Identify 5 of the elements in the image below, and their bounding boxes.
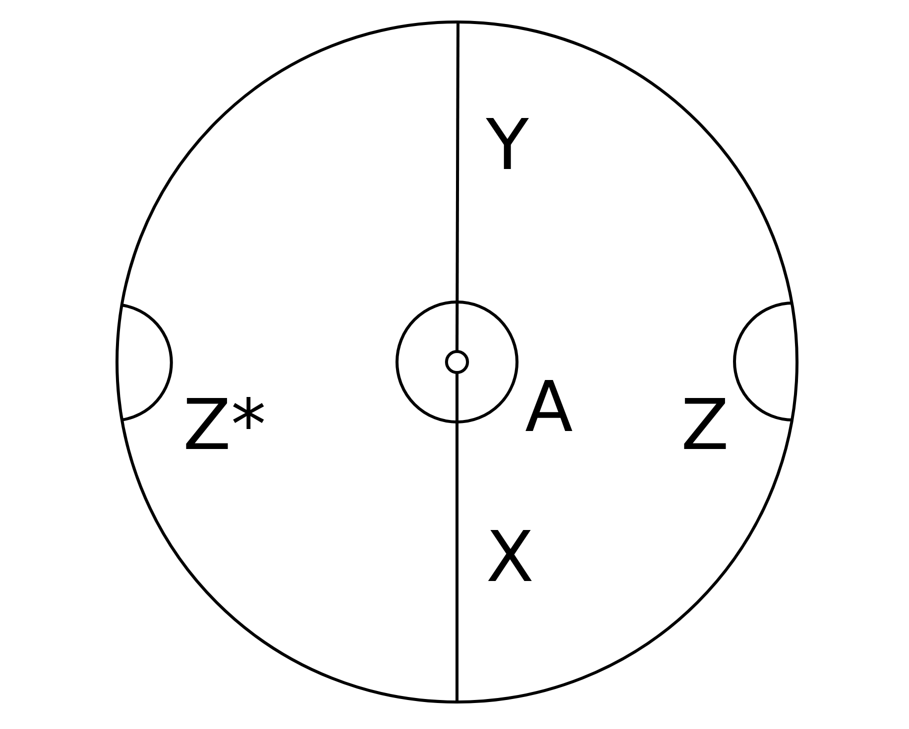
- letter-label: Z*: [183, 390, 266, 460]
- letter-label: Y: [486, 110, 529, 180]
- letter-label: X: [486, 522, 534, 592]
- letter-label: Z: [681, 390, 729, 460]
- letter-label: A: [525, 372, 573, 442]
